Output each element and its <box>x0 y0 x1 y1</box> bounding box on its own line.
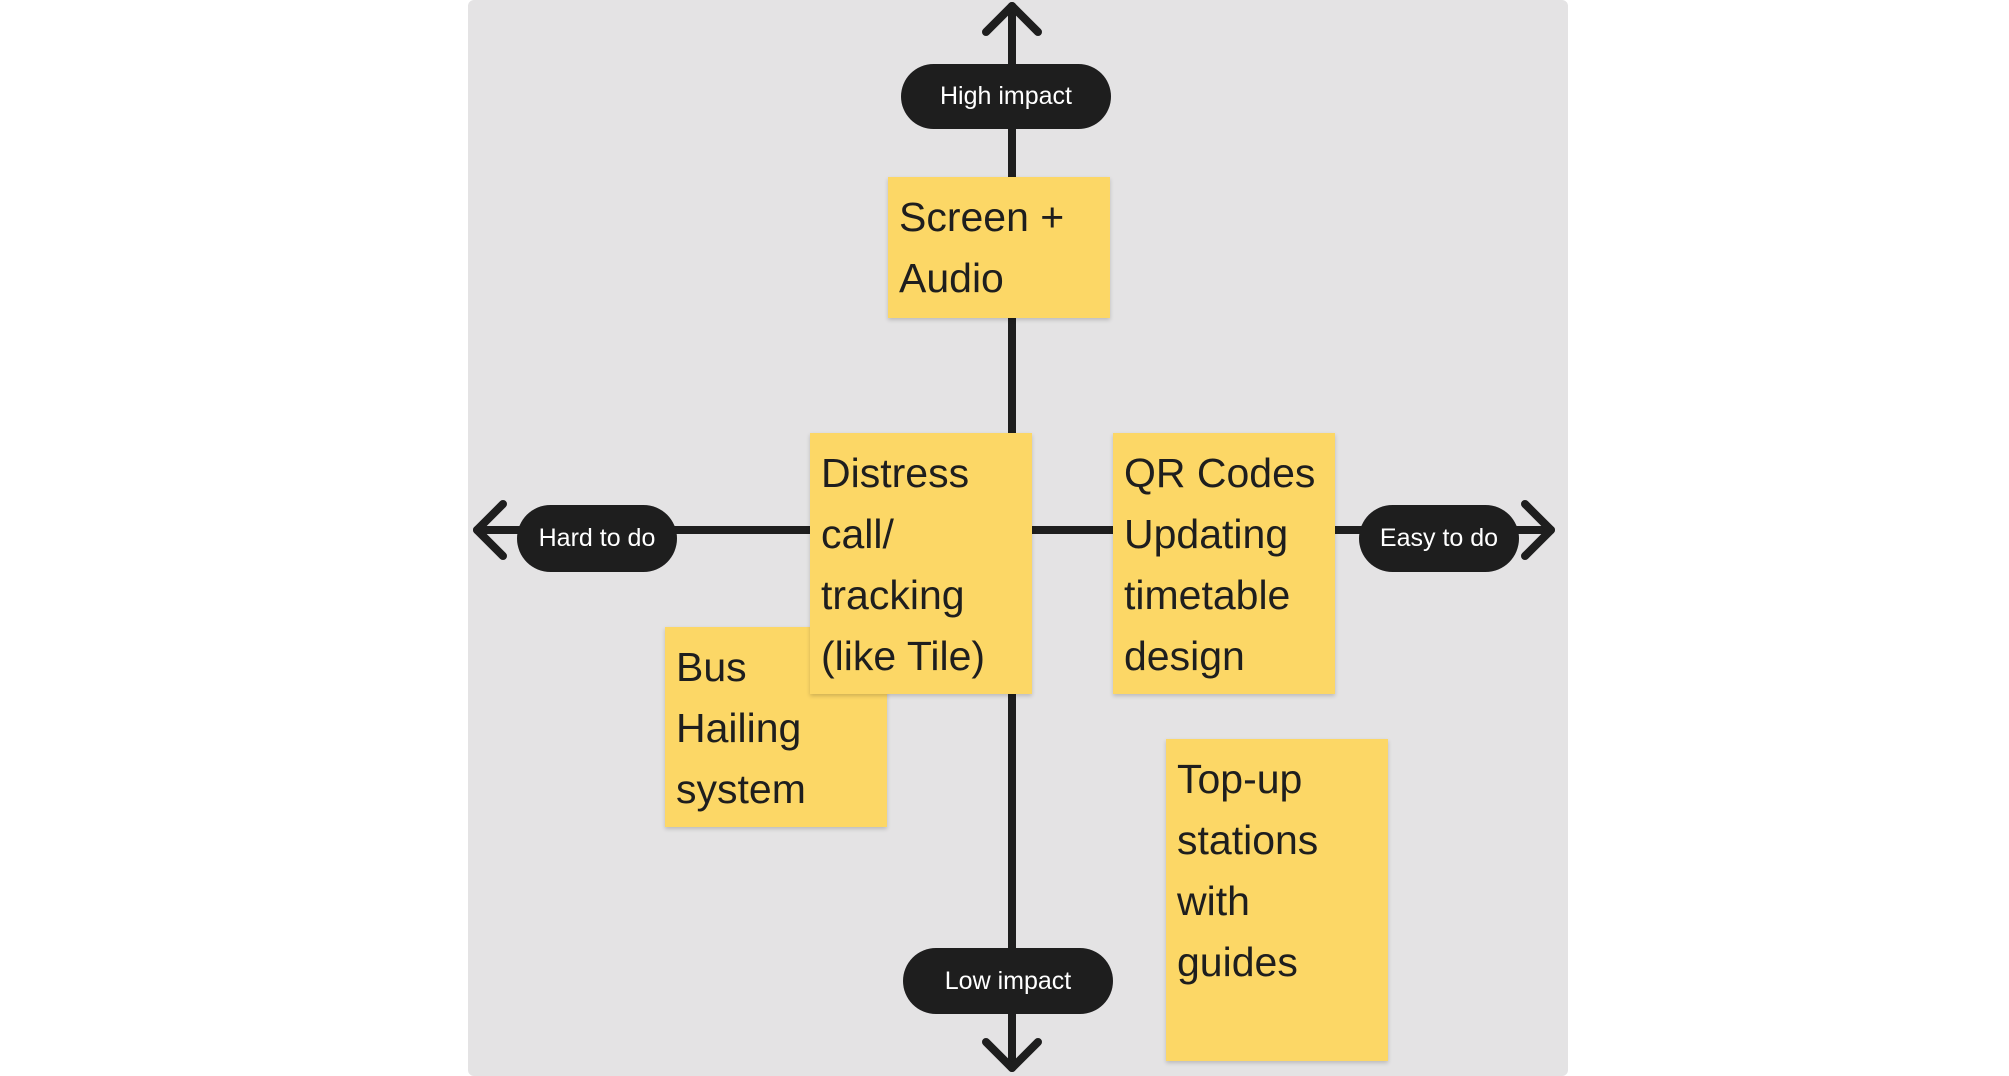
sticky-top-up-stations[interactable]: Top-up stations with guides <box>1166 739 1388 1061</box>
low-impact-label: Low impact <box>903 948 1113 1014</box>
arrow-right-icon <box>1521 500 1555 560</box>
easy-to-do-label: Easy to do <box>1359 505 1519 572</box>
hard-to-do-label: Hard to do <box>517 505 677 572</box>
sticky-qr-codes[interactable]: QR Codes Updating timetable design <box>1113 433 1335 694</box>
arrow-down-icon <box>982 1038 1042 1072</box>
sticky-screen-audio[interactable]: Screen + Audio <box>888 177 1110 318</box>
arrow-left-icon <box>473 500 507 560</box>
high-impact-label: High impact <box>901 64 1111 129</box>
arrow-up-icon <box>982 2 1042 36</box>
sticky-distress-call[interactable]: Distress call/ tracking (like Tile) <box>810 433 1032 694</box>
